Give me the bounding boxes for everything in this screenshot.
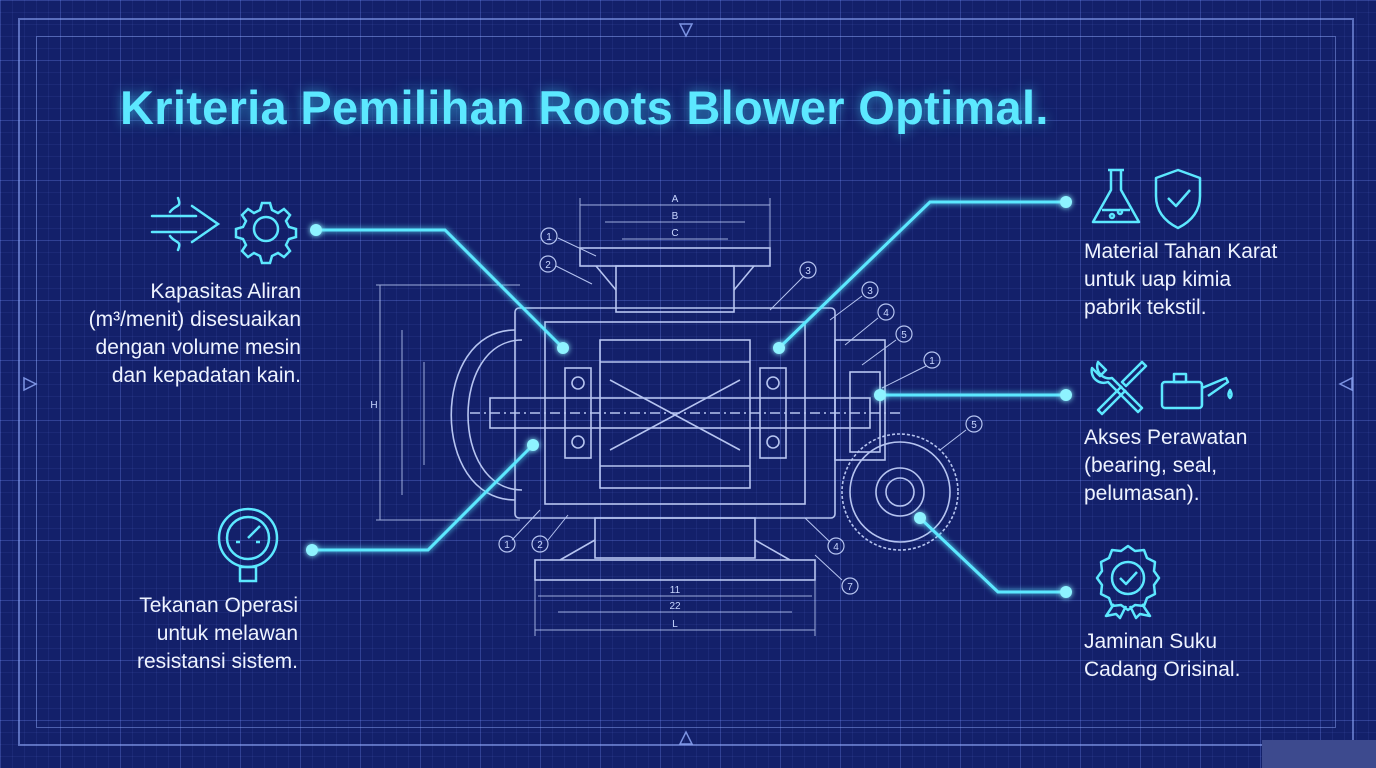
dim-label-11: 11 — [670, 585, 681, 596]
pressure-line: Tekanan Operasi — [139, 594, 298, 617]
dim-label-a: A — [672, 194, 679, 205]
connector-material — [777, 200, 1066, 350]
flow-line: (m³/menit) disesuaikan — [88, 308, 301, 331]
callout-number: 2 — [545, 260, 551, 271]
flow-capacity-label: Kapasitas Aliran (m³/menit) disesuaikan … — [89, 278, 301, 390]
operating-pressure-label: Tekanan Operasi untuk melawan resistansi… — [137, 592, 298, 676]
callout-number: 7 — [847, 582, 853, 593]
callout-number: 4 — [883, 308, 889, 319]
dim-label-22: 22 — [669, 601, 681, 612]
material-line: pabrik tekstil. — [1084, 296, 1207, 319]
corner-watermark-block — [1262, 740, 1376, 768]
maintenance-access-label: Akses Perawatan (bearing, seal, pelumasa… — [1084, 424, 1247, 508]
dim-label-b: B — [672, 211, 679, 222]
blueprint-outer-frame — [18, 18, 1354, 746]
callout-number: 2 — [537, 540, 543, 551]
callout-number: 5 — [901, 330, 907, 341]
callout-number: 3 — [867, 286, 873, 297]
original-parts-guarantee-label: Jaminan Suku Cadang Orisinal. — [1084, 628, 1240, 684]
connector-pressure — [312, 443, 535, 552]
callout-number: 1 — [929, 356, 935, 367]
callout-number: 4 — [833, 542, 839, 553]
callout-number: 5 — [971, 420, 977, 431]
material-line: untuk uap kimia — [1084, 268, 1232, 291]
dim-label-h: H — [370, 400, 377, 411]
material-line: Material Tahan Karat — [1084, 240, 1278, 263]
corrosion-resistant-material-label: Material Tahan Karat untuk uap kimia pab… — [1084, 238, 1277, 322]
dim-label-c: C — [671, 228, 678, 239]
page-title: Kriteria Pemilihan Roots Blower Optimal. — [120, 81, 1049, 134]
callout-number: 3 — [805, 266, 811, 277]
connector-parts — [918, 516, 1066, 594]
certified-badge-icon — [1095, 544, 1161, 620]
flow-line: Kapasitas Aliran — [150, 280, 301, 303]
connector-flow — [316, 228, 565, 350]
callout-number: 1 — [504, 540, 510, 551]
oil-can-icon — [1160, 372, 1233, 410]
wrench-screwdriver-icon — [1090, 360, 1148, 416]
callout-number: 1 — [546, 232, 552, 243]
flask-icon — [1091, 168, 1141, 224]
dim-label-l: L — [672, 619, 678, 630]
pressure-line: untuk melawan — [156, 622, 298, 645]
maintenance-line: Akses Perawatan — [1084, 426, 1248, 449]
shield-check-icon — [1154, 168, 1202, 230]
parts-line: Cadang Orisinal. — [1084, 658, 1241, 681]
maintenance-line: (bearing, seal, — [1084, 454, 1218, 477]
maintenance-line: pelumasan). — [1084, 482, 1200, 505]
gear-icon — [234, 201, 298, 265]
flow-line: dan kepadatan kain. — [111, 364, 301, 387]
pressure-line: resistansi sistem. — [136, 650, 298, 673]
airflow-arrow-icon — [150, 196, 221, 252]
pressure-gauge-icon — [217, 507, 279, 583]
parts-line: Jaminan Suku — [1084, 630, 1218, 653]
flow-line: dengan volume mesin — [95, 336, 301, 359]
